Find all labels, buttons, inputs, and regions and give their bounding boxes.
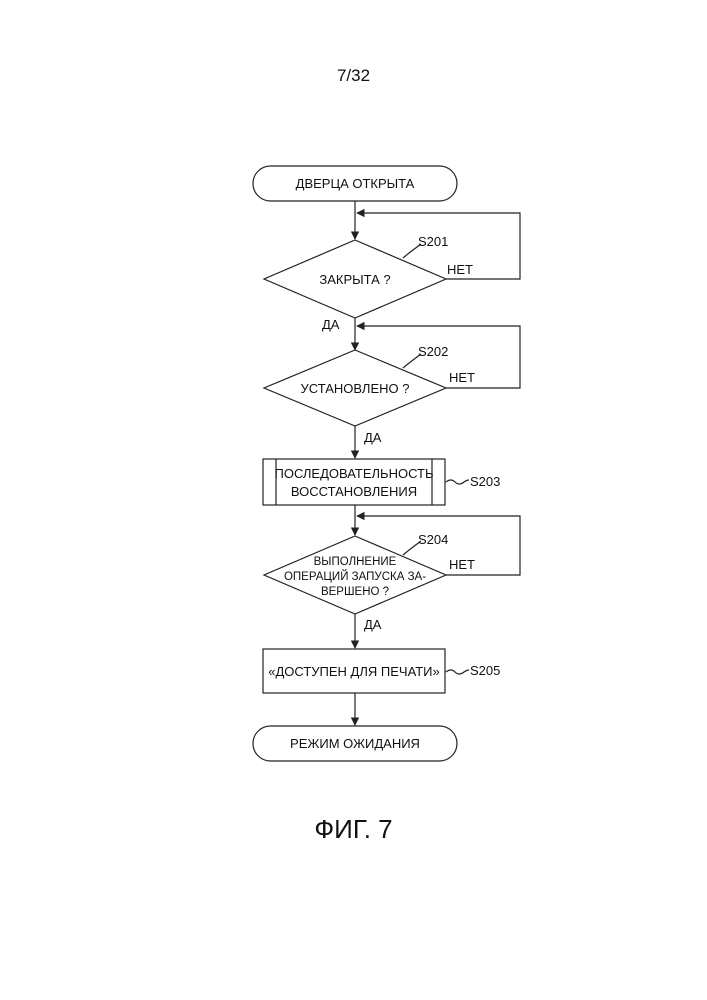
s202-no-label: НЕТ [449, 370, 475, 385]
s205-step-number: S205 [470, 663, 500, 678]
figure-caption: ФИГ. 7 [0, 814, 707, 845]
s204-step-number: S204 [418, 532, 448, 547]
s202-step-number: S202 [418, 344, 448, 359]
s201-step-number: S201 [418, 234, 448, 249]
process-s203: ПОСЛЕДОВАТЕЛЬНОСТЬ ВОССТАНОВЛЕНИЯ S203 [263, 459, 500, 505]
s205-label: «ДОСТУПЕН ДЛЯ ПЕЧАТИ» [268, 664, 440, 679]
end-terminator: РЕЖИМ ОЖИДАНИЯ [253, 726, 457, 761]
s204-label-line-2: ОПЕРАЦИЙ ЗАПУСКА ЗА- [284, 570, 426, 583]
start-terminator: ДВЕРЦА ОТКРЫТА [253, 166, 457, 201]
s201-no-label: НЕТ [447, 262, 473, 277]
s204-label-line-3: ВЕРШЕНО ? [321, 586, 389, 598]
s204-yes-label: ДА [364, 617, 382, 632]
s202-yes-label: ДА [364, 430, 382, 445]
s201-label: ЗАКРЫТА ? [319, 272, 390, 287]
end-label: РЕЖИМ ОЖИДАНИЯ [290, 736, 420, 751]
process-s205: «ДОСТУПЕН ДЛЯ ПЕЧАТИ» S205 [263, 649, 500, 693]
s201-yes-label: ДА [322, 317, 340, 332]
decision-s204: ВЫПОЛНЕНИЕ ОПЕРАЦИЙ ЗАПУСКА ЗА- ВЕРШЕНО … [264, 532, 448, 614]
s203-label-line-2: ВОССТАНОВЛЕНИЯ [291, 484, 417, 499]
s203-step-leader [446, 480, 469, 484]
decision-s201: ЗАКРЫТА ? S201 [264, 234, 448, 318]
s203-step-number: S203 [470, 474, 500, 489]
s202-label: УСТАНОВЛЕНО ? [301, 381, 410, 396]
s204-label-line-1: ВЫПОЛНЕНИЕ [314, 556, 397, 568]
start-label: ДВЕРЦА ОТКРЫТА [296, 176, 415, 191]
s204-no-label: НЕТ [449, 557, 475, 572]
s203-label-line-1: ПОСЛЕДОВАТЕЛЬНОСТЬ [274, 466, 433, 481]
decision-s202: УСТАНОВЛЕНО ? S202 [264, 344, 448, 426]
s205-step-leader [446, 670, 469, 674]
